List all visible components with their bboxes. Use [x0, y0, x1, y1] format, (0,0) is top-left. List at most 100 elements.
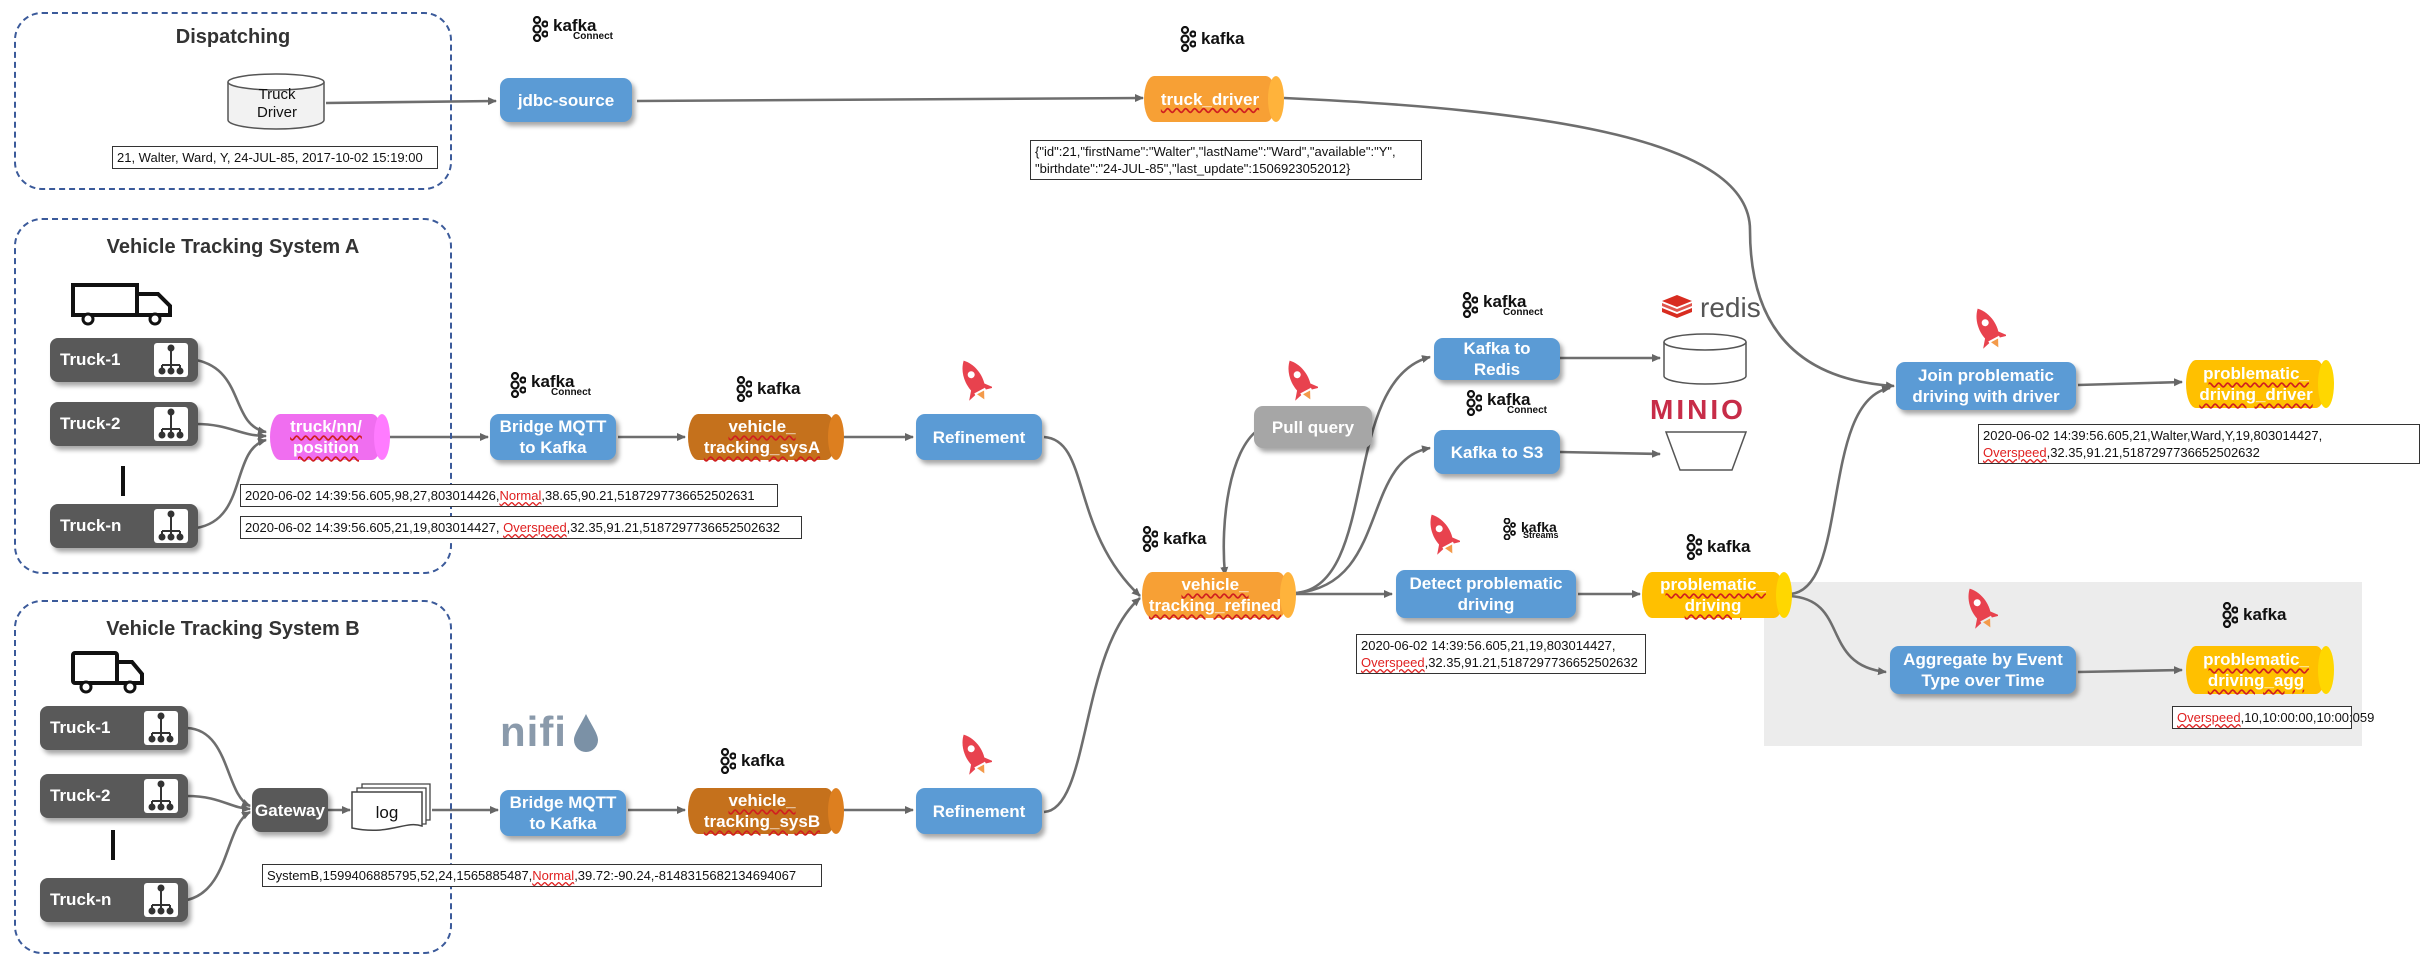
note-text: ,32.35,91.21,5187297736652502632 [1424, 655, 1638, 670]
dispatch-sample-record: 21, Walter, Ward, Y, 24-JUL-85, 2017-10-… [112, 146, 438, 169]
jdbc-source-connector[interactable]: jdbc-source [500, 78, 632, 122]
kafka-logo-text: kafka [1521, 518, 1557, 535]
connect-logo-text: Connect [1503, 307, 1543, 318]
edge-refineA-to-refined [1043, 435, 1141, 597]
topic-vehicle-tracking-sysb[interactable]: vehicle_ tracking_sysB [688, 788, 836, 834]
rocket-icon [962, 360, 992, 401]
join-sample: 2020-06-02 14:39:56.605,21,Walter,Ward,Y… [1978, 424, 2420, 464]
group-title: Vehicle Tracking System B [106, 618, 360, 640]
note-text: 2020-06-02 14:39:56.605,98,27,803014426, [245, 488, 500, 503]
streams-logo-text: Streams [1523, 529, 1559, 540]
edge-truck1b-to-gateway [186, 726, 251, 808]
connect-logo-text: Connect [573, 31, 613, 42]
kafka-logo-text: kafka [553, 16, 597, 35]
kafka-icon [1503, 518, 1516, 540]
kafka-to-redis-connector[interactable]: Kafka to Redis [1434, 338, 1560, 380]
sysb-sample-normal: SystemB,1599406885795,52,24,1565885487,N… [262, 864, 822, 887]
note-text: SystemB,1599406885795,52,24,1565885487, [267, 868, 533, 883]
edge-pullquery-to-refined [1220, 428, 1259, 576]
note-text: ,32.35,91.21,5187297736652502632 [566, 520, 780, 535]
edge-truckdriver-to-join [1283, 96, 1895, 390]
topic-mqtt-position[interactable]: truck/nn/ position [270, 414, 382, 460]
bridge-mqtt-kafka-a[interactable]: Bridge MQTT to Kafka [490, 414, 616, 460]
truck-n-a[interactable]: Truck-n [50, 504, 198, 548]
redis-logo: redis [1660, 292, 1761, 324]
edge-truck1-to-mqtt [195, 358, 267, 435]
kafka-icon [510, 372, 526, 398]
kafka-icon [1462, 292, 1478, 318]
truck-1-b[interactable]: Truck-1 [40, 706, 188, 750]
truck-label: Truck-n [50, 890, 112, 909]
edge-aggregate-to-probagg [2077, 666, 2183, 675]
note-text: ,32.35,91.21,5187297736652502632 [2046, 445, 2260, 460]
edge-refined-to-s3 [1295, 445, 1431, 595]
bridge-mqtt-kafka-b[interactable]: Bridge MQTT to Kafka [500, 790, 626, 836]
log-label: log [375, 803, 399, 822]
kafka-logo-sysb: kafka [718, 748, 784, 774]
connect-logo-text: Connect [1507, 405, 1547, 416]
sysa-sample-overspeed: 2020-06-02 14:39:56.605,21,19,803014427,… [240, 516, 802, 539]
kafka-to-s3-connector[interactable]: Kafka to S3 [1434, 430, 1560, 474]
edge-truckn-to-mqtt [195, 438, 267, 530]
event-type-keyword: Overspeed [1361, 655, 1425, 670]
topic-problematic-driving-agg[interactable]: problematic_ driving_agg [2186, 646, 2326, 694]
truck-2-a[interactable]: Truck-2 [50, 402, 198, 446]
redis-store-icon [1663, 333, 1747, 385]
note-line: 2020-06-02 14:39:56.605,21,Walter,Ward,Y… [1983, 428, 2323, 443]
event-type-keyword: Overspeed [2177, 710, 2241, 725]
rocket-icon [962, 734, 992, 775]
group-system-b: Vehicle Tracking System B [14, 600, 452, 954]
database-icon [227, 73, 325, 130]
ellipsis-divider [121, 466, 125, 496]
refinement-b[interactable]: Refinement [916, 788, 1042, 834]
kafka-icon [1686, 534, 1702, 560]
kafka-logo-truckdriver: kafka [1178, 26, 1244, 52]
kafka-logo-agg: kafka [2220, 602, 2286, 628]
detect-problematic-driving[interactable]: Detect problematic driving [1396, 570, 1576, 618]
detect-sample: 2020-06-02 14:39:56.605,21,19,803014427,… [1356, 634, 1646, 674]
event-type-keyword: Overspeed [1983, 445, 2047, 460]
edge-refined-to-redis [1295, 355, 1431, 595]
topic-problematic-driving[interactable]: problematic_ driving [1642, 572, 1784, 618]
driver-json-sample: {"id":21,"firstName":"Walter","lastName"… [1030, 140, 1422, 180]
pull-query-node[interactable]: Pull query [1254, 406, 1372, 448]
topic-vehicle-tracking-refined[interactable]: vehicle_ tracking_refined [1142, 572, 1288, 618]
truck-label: Truck-1 [60, 350, 121, 369]
event-type-keyword: Overspeed [503, 520, 567, 535]
agg-sample: Overspeed,10,10:00:00,10:00:059 [2172, 706, 2374, 729]
sysa-sample-normal: 2020-06-02 14:39:56.605,98,27,803014426,… [240, 484, 778, 507]
truck-1-a[interactable]: Truck-1 [50, 338, 198, 382]
tracker-icon [144, 711, 178, 745]
topic-truck-driver[interactable]: truck_driver [1144, 76, 1276, 122]
kafka-icon [532, 16, 548, 42]
rocket-icon [1976, 308, 2006, 349]
truck-2-b[interactable]: Truck-2 [40, 774, 188, 818]
topic-problematic-driving-driver[interactable]: problematic_ driving_driver [2186, 360, 2326, 408]
kafka-logo-text: kafka [1163, 529, 1207, 548]
aggregate-by-event-type[interactable]: Aggregate by Event Type over Time [1890, 646, 2076, 694]
edge-truck2-to-mqtt [195, 422, 267, 440]
nifi-drop-icon [574, 714, 598, 752]
note-line: Overspeed,32.35,91.21,518729773665250263… [1983, 444, 2415, 461]
topic-vehicle-tracking-sysa[interactable]: vehicle_ tracking_sysA [688, 414, 836, 460]
event-type-keyword: Normal [532, 868, 575, 883]
rocket-icon [1968, 588, 1998, 629]
event-type-keyword: Normal [499, 488, 542, 503]
refinement-a[interactable]: Refinement [916, 414, 1042, 460]
note-line: {"id":21,"firstName":"Walter","lastName"… [1035, 144, 1396, 159]
edge-truck2b-to-gateway [186, 794, 251, 813]
nifi-logo: nifi [500, 708, 598, 756]
join-problematic-driving[interactable]: Join problematic driving with driver [1896, 362, 2076, 410]
gateway-node[interactable]: Gateway [252, 788, 328, 832]
note-line: 2020-06-02 14:39:56.605,21,19,803014427, [1361, 638, 1616, 653]
truck-n-b[interactable]: Truck-n [40, 878, 188, 922]
edge-jdbc-to-truckdriver [636, 94, 1144, 103]
log-document-icon [351, 783, 431, 832]
group-dispatching: Dispatching [14, 12, 452, 190]
note-text: 2020-06-02 14:39:56.605,21,19,803014427, [245, 520, 504, 535]
kafka-logo-text: kafka [1201, 29, 1245, 48]
edge-db-to-jdbc [325, 97, 497, 106]
